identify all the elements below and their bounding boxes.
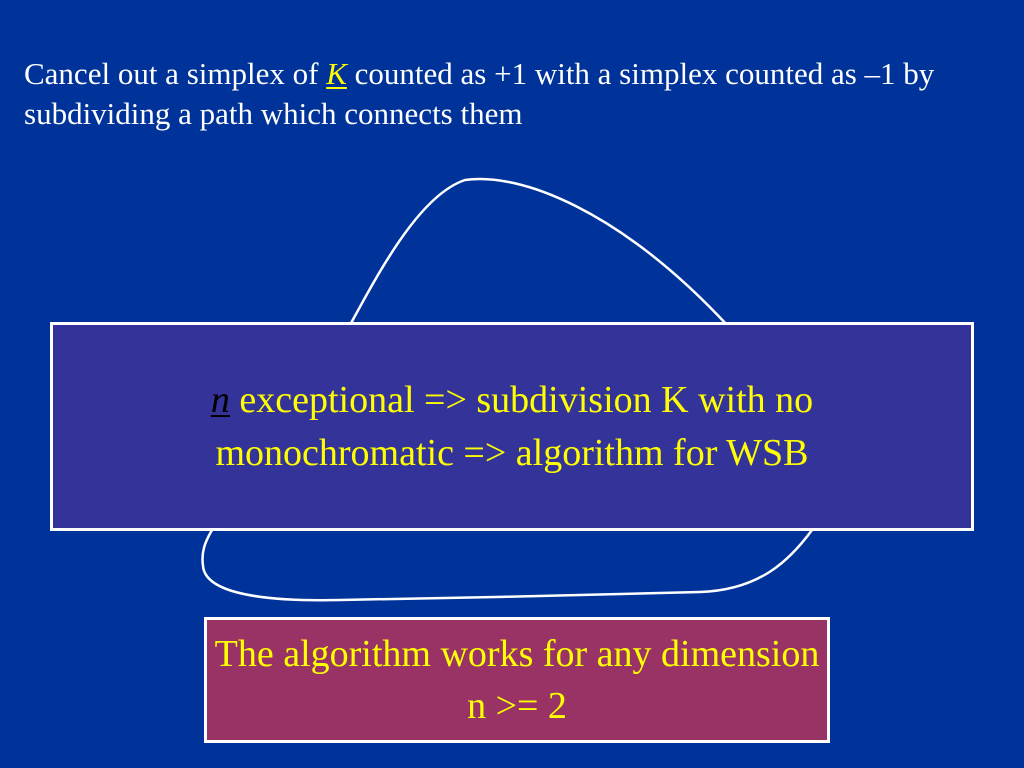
heading-k-symbol: K <box>326 56 347 91</box>
path-outline <box>201 177 814 602</box>
note-text: The algorithm works for any dimension n … <box>214 633 820 727</box>
heading-text-end: counted as +1 with a simplex counted as … <box>24 56 935 131</box>
n-variable: n <box>210 378 230 421</box>
note-box: The algorithm works for any dimension n … <box>204 617 830 743</box>
main-statement-box: n exceptional => subdivision K with no m… <box>50 322 974 531</box>
heading-text-start: Cancel out a simplex of <box>24 56 327 91</box>
main-statement-text: n exceptional => subdivision K with no m… <box>102 374 922 480</box>
slide-heading: Cancel out a simplex of K counted as +1 … <box>24 54 1004 134</box>
main-statement-body: exceptional => subdivision K with no mon… <box>215 378 814 474</box>
